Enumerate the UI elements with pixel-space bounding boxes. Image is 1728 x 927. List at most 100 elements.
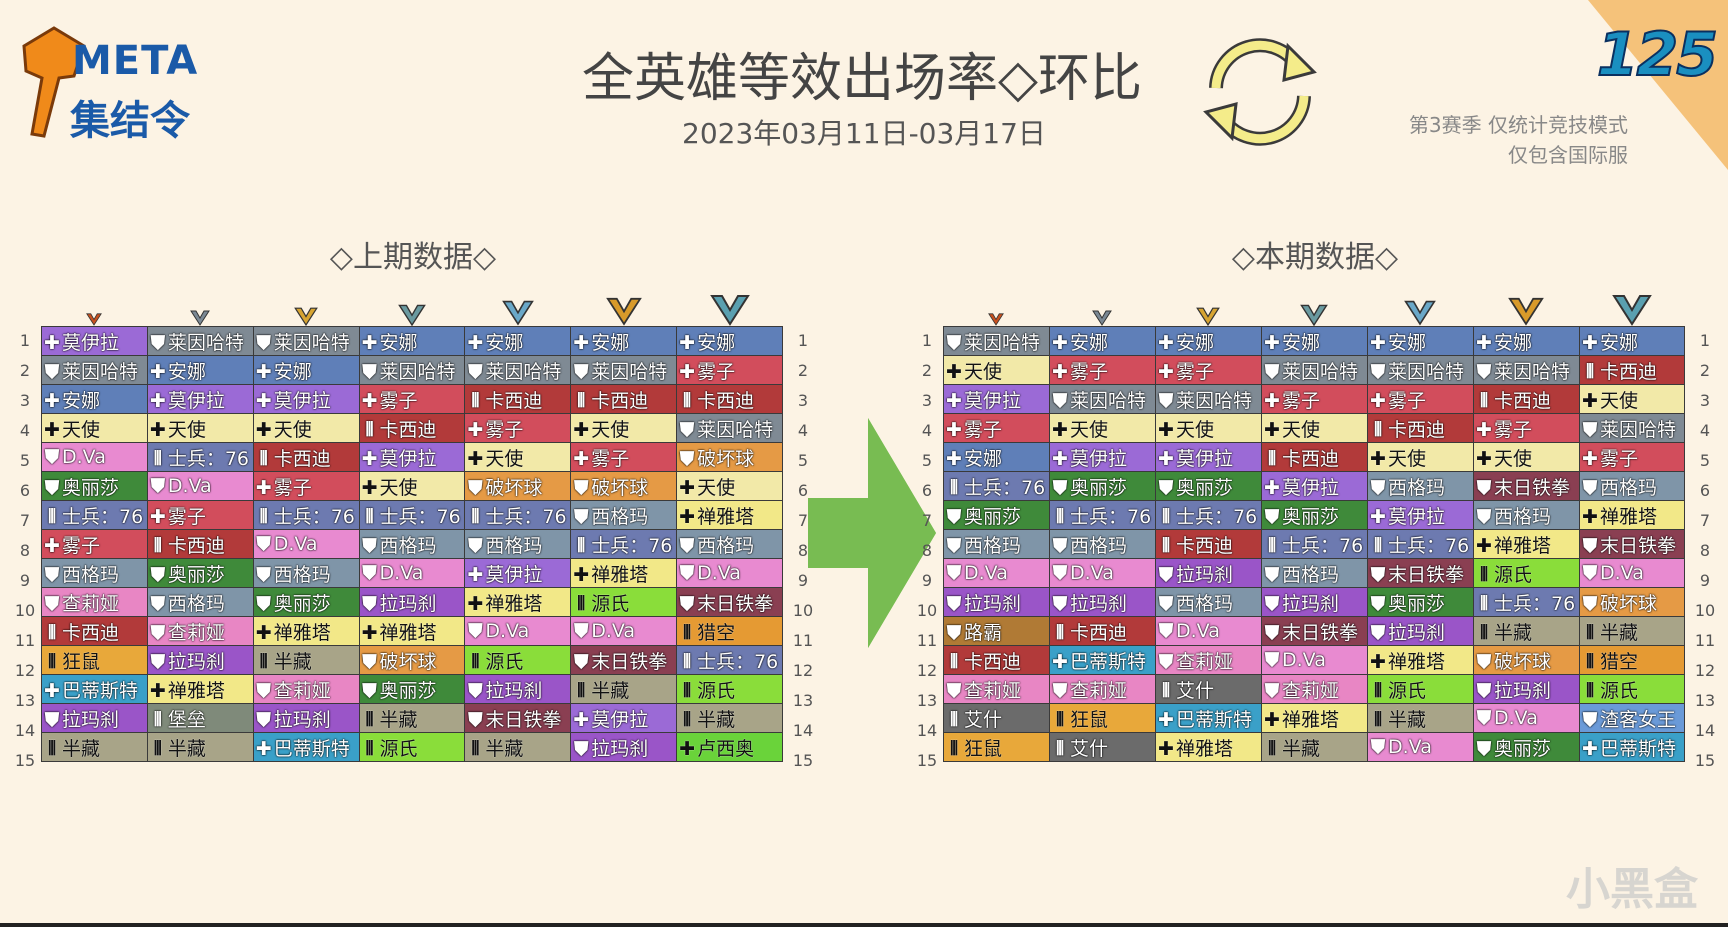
hero-cell: ⛊破坏球 [676, 442, 783, 472]
hero-name: 巴蒂斯特 [1600, 737, 1677, 760]
hero-cell: ⛊拉玛刹 [252, 703, 360, 733]
hero-cell: ✚莫伊拉 [146, 384, 254, 414]
hero-name: 安娜 [1176, 331, 1215, 354]
support-role-icon: ✚ [679, 331, 696, 354]
tank-role-icon: ⛊ [1052, 476, 1068, 499]
tank-role-icon: ⛊ [1476, 650, 1492, 673]
tank-role-icon: ⛊ [679, 562, 695, 584]
damage-role-icon: ⦀ [1267, 447, 1277, 470]
hero-name: 半藏 [167, 737, 206, 760]
row-number-left: 12 [916, 661, 938, 680]
hero-cell: ⛊查莉娅 [41, 587, 148, 617]
hero-cell: ✚莫伊拉 [1155, 442, 1262, 472]
tank-role-icon: ⛊ [1476, 360, 1492, 383]
table-row: ⦀卡西迪⛊查莉娅✚禅雅塔✚禅雅塔⛊D.Va⛊D.Va⦀猎空 [41, 616, 783, 646]
rank-column-header [1367, 290, 1473, 326]
table-row: ⛊拉玛刹⛊拉玛刹⛊西格玛⛊拉玛刹⛊奥丽莎⦀士兵：76⛊破坏球 [943, 587, 1685, 617]
hero-name: 安娜 [1600, 331, 1639, 354]
row-number-right: 14 [792, 721, 814, 740]
row-number-right: 1 [1699, 331, 1711, 350]
hero-cell: ⛊西格玛 [676, 529, 783, 559]
tank-role-icon: ⛊ [679, 447, 695, 470]
table-row: ✚雾子✚天使✚天使✚天使⦀卡西迪✚雾子⛊莱因哈特 [943, 413, 1685, 443]
hero-cell: ⦀卡西迪 [1261, 442, 1368, 472]
hero-name: 西格玛 [591, 505, 649, 528]
tank-role-icon: ⛊ [1476, 679, 1492, 702]
damage-role-icon: ⦀ [259, 505, 268, 528]
damage-role-icon: ⦀ [949, 650, 959, 673]
table-row: ✚安娜✚莫伊拉✚莫伊拉⦀卡西迪✚天使✚天使✚雾子 [943, 442, 1685, 472]
tank-role-icon: ⛊ [44, 446, 60, 468]
hero-name: 拉玛刹 [1494, 679, 1552, 702]
tank-role-icon: ⛊ [1370, 563, 1386, 586]
damage-role-icon: ⦀ [1585, 650, 1595, 673]
hero-cell: ✚巴蒂斯特 [1155, 703, 1262, 733]
row-number-right: 2 [797, 361, 809, 380]
rank-column-header [41, 290, 147, 326]
tank-role-icon: ⛊ [574, 476, 589, 499]
hero-name: 巴蒂斯特 [62, 679, 139, 702]
hero-cell: ✚安娜 [1049, 326, 1156, 356]
rank-tier-icon [398, 304, 426, 326]
hero-name: 源氏 [1600, 679, 1639, 702]
hero-cell: ⛊西格玛 [1155, 587, 1262, 617]
support-role-icon: ✚ [1476, 331, 1492, 354]
tank-role-icon: ⛊ [1052, 389, 1068, 412]
right-arrow-icon [808, 418, 936, 648]
hero-cell: ✚雾子 [41, 529, 148, 559]
hero-cell: ⛊西格玛 [1367, 471, 1474, 501]
support-role-icon: ✚ [1052, 331, 1068, 354]
damage-role-icon: ⦀ [471, 737, 480, 760]
table-row: ⛊拉玛刹⦀堡垒⛊拉玛刹⦀半藏⛊末日铁拳✚莫伊拉⦀半藏 [41, 703, 783, 733]
hero-name: 破坏球 [1600, 592, 1658, 615]
rank-column-header [1049, 290, 1155, 326]
damage-role-icon: ⦀ [365, 737, 374, 760]
hero-cell: ⛊奥丽莎 [1367, 587, 1474, 617]
hero-cell: ⛊末日铁拳 [464, 703, 572, 733]
hero-cell: ⛊莱因哈特 [1367, 355, 1474, 385]
support-role-icon: ✚ [679, 737, 696, 760]
hero-name: 卢西奥 [697, 737, 755, 760]
support-role-icon: ✚ [1158, 447, 1174, 470]
hero-cell: ✚雾子 [1261, 384, 1368, 414]
rank-tier-icon [190, 310, 210, 326]
hero-name: 莫伊拉 [964, 389, 1022, 412]
hero-name: 拉玛刹 [1282, 592, 1340, 615]
row-number-left: 2 [19, 361, 31, 380]
tank-role-icon: ⛊ [150, 592, 165, 615]
tank-role-icon: ⛊ [1264, 621, 1280, 644]
hero-cell: ⦀士兵：76 [1261, 529, 1368, 559]
hero-name: 士兵：76 [1282, 534, 1364, 557]
tank-role-icon: ⛊ [1052, 534, 1068, 557]
table-row: ⦀狂鼠⦀艾什✚禅雅塔⦀半藏⛊D.Va⛊奥丽莎✚巴蒂斯特 [943, 732, 1685, 762]
hero-name: 半藏 [485, 737, 524, 760]
hero-cell: ⛊西格玛 [146, 587, 254, 617]
support-role-icon: ✚ [1052, 360, 1068, 383]
tank-role-icon: ⛊ [44, 476, 60, 499]
hero-cell: ✚天使 [358, 471, 466, 501]
hero-cell: ✚安娜 [1367, 326, 1474, 356]
tank-role-icon: ⛊ [1264, 649, 1280, 671]
table-row: ⛊西格玛⛊西格玛⦀卡西迪⦀士兵：76⦀士兵：76✚禅雅塔⛊末日铁拳 [943, 529, 1685, 559]
tank-role-icon: ⛊ [1582, 534, 1598, 557]
support-role-icon: ✚ [946, 447, 962, 470]
hero-name: D.Va [1600, 562, 1644, 584]
row-number-left: 1 [19, 331, 31, 350]
hero-name: 源氏 [697, 679, 736, 702]
hero-cell: ⛊查莉娅 [943, 674, 1050, 704]
tank-role-icon: ⛊ [1476, 505, 1492, 528]
hero-cell: ✚安娜 [943, 442, 1050, 472]
hero-cell: ✚天使 [1367, 442, 1474, 472]
support-role-icon: ✚ [946, 418, 962, 441]
damage-role-icon: ⦀ [1479, 389, 1489, 412]
tank-role-icon: ⛊ [1264, 360, 1280, 383]
damage-role-icon: ⦀ [1373, 418, 1383, 441]
hero-name: 半藏 [591, 679, 630, 702]
support-role-icon: ✚ [1158, 737, 1174, 760]
hero-name: 莱因哈特 [697, 418, 774, 441]
table-row: ⛊路霸⦀卡西迪⛊D.Va⛊末日铁拳⛊拉玛刹⦀半藏⦀半藏 [943, 616, 1685, 646]
hero-cell: ⛊拉玛刹 [1261, 587, 1368, 617]
hero-name: 天使 [379, 476, 418, 499]
hero-cell: ⛊西格玛 [1579, 471, 1685, 501]
hero-cell: ✚莫伊拉 [1367, 500, 1474, 530]
